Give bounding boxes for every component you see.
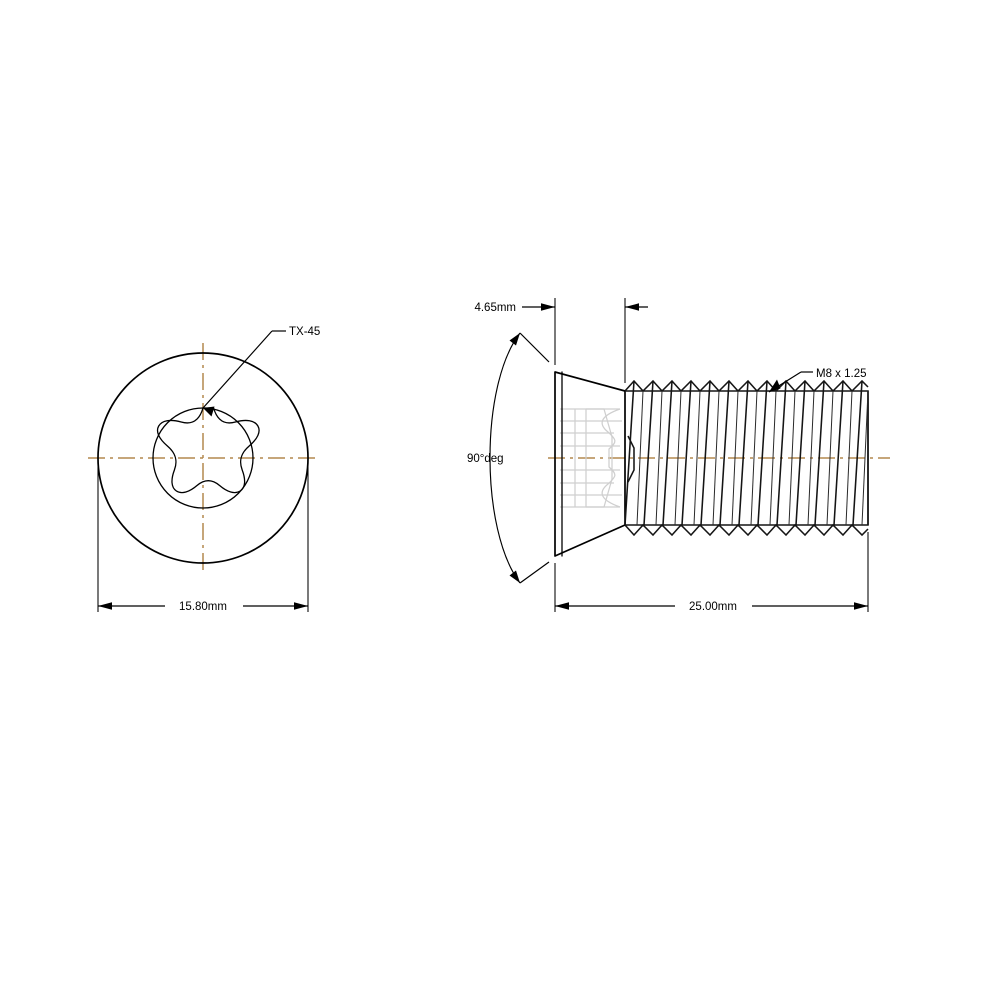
- head-dia-arrow-left-icon: [98, 602, 112, 610]
- head-height-value: 4.65mm: [474, 302, 516, 314]
- side-view-group: M8 x 1.25 90°deg 4.65mm: [467, 298, 890, 613]
- tx45-callout-leader: [202, 330, 286, 417]
- tx45-label: TX-45: [289, 326, 320, 338]
- torx-socket-hidden-lines: [560, 408, 622, 508]
- thread-root-lines: [636, 390, 869, 526]
- overall-length-arrow-right-icon: [854, 602, 868, 610]
- head-dia-arrow-right-icon: [294, 602, 308, 610]
- thread-spec-label: M8 x 1.25: [816, 368, 867, 380]
- front-view-group: TX-45 15.80mm: [88, 326, 320, 613]
- overall-length-arrow-left-icon: [555, 602, 569, 610]
- head-diameter-value: 15.80mm: [179, 601, 227, 613]
- thread-crest-bottom: [624, 523, 869, 537]
- angle-arrow-top-icon: [509, 333, 520, 346]
- overall-length-value: 25.00mm: [689, 601, 737, 613]
- angle-leader-bottom: [519, 561, 550, 584]
- tx45-arrow-icon: [203, 406, 215, 417]
- torx-lobe-path: [156, 407, 260, 494]
- countersink-angle-dimension: 90°deg: [467, 332, 550, 584]
- thread-helix-lines: [624, 380, 863, 526]
- threaded-shank: [624, 379, 869, 537]
- thread-spec-arrow-icon: [769, 379, 781, 392]
- head-height-arrow-right-icon: [625, 303, 639, 311]
- angle-leader-top: [519, 332, 550, 363]
- head-height-arrow-left-icon: [541, 303, 555, 311]
- angle-arrow-bottom-icon: [509, 570, 520, 583]
- head-height-dimension: 4.65mm: [474, 298, 648, 383]
- countersink-angle-value: 90°deg: [467, 453, 504, 465]
- angle-arc: [489, 332, 521, 584]
- head-diameter-dimension: 15.80mm: [97, 458, 309, 613]
- overall-length-dimension: 25.00mm: [554, 532, 869, 613]
- thread-start-chamfer: [627, 435, 635, 483]
- tx45-leader-diagonal: [202, 330, 273, 409]
- torx-socket-lobes: [156, 407, 260, 494]
- thread-spec-leader: [768, 371, 813, 393]
